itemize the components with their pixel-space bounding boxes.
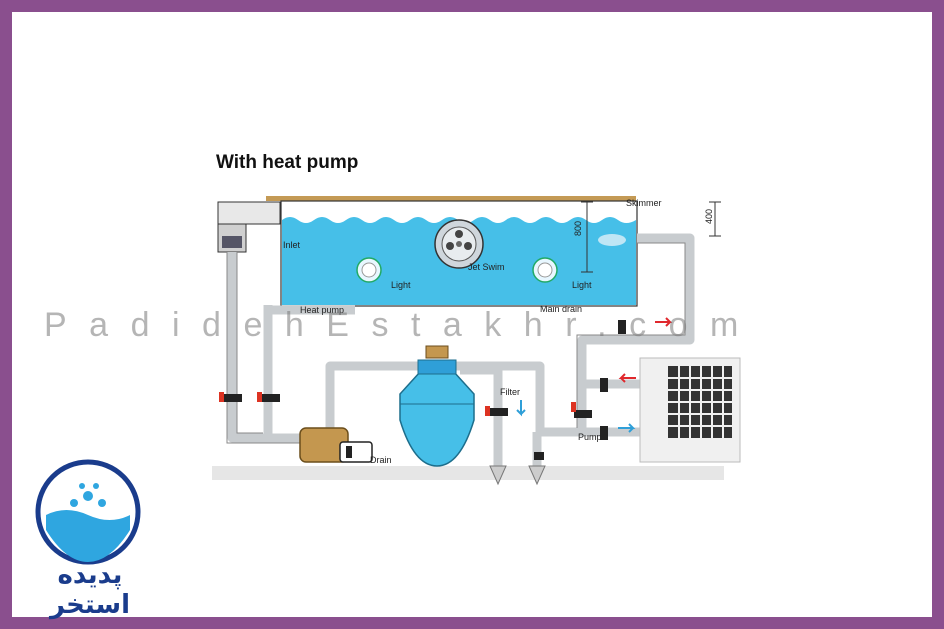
pump-motor-icon bbox=[346, 446, 352, 458]
pipe-outlines bbox=[226, 242, 686, 444]
light-lens-icon bbox=[537, 262, 553, 278]
label-heat-pump: Heat pump bbox=[300, 305, 345, 315]
label-drain: Drain bbox=[370, 455, 392, 465]
logo-drop-icon bbox=[83, 491, 93, 501]
grill-lines bbox=[668, 366, 732, 438]
skimmer-grate bbox=[222, 236, 242, 248]
label-light-left: Light bbox=[391, 280, 411, 290]
ground bbox=[212, 466, 724, 480]
drain-outlet-icon bbox=[489, 465, 507, 486]
valve-icon bbox=[534, 452, 544, 460]
valve-handle-icon bbox=[257, 392, 262, 402]
jet-nozzle bbox=[464, 242, 472, 250]
valves bbox=[219, 320, 626, 460]
valve-icon bbox=[600, 378, 608, 392]
valve-icon bbox=[260, 394, 280, 402]
label-inlet: Inlet bbox=[283, 240, 301, 250]
valve-handle-icon bbox=[571, 402, 576, 412]
light-lens-icon bbox=[361, 262, 377, 278]
filter-tank bbox=[399, 364, 475, 467]
flow-arrow-left-icon bbox=[618, 373, 636, 383]
valve-handle-icon bbox=[485, 406, 490, 416]
pipe-skimmer-line bbox=[227, 252, 305, 443]
label-jet-swim: Jet Swim bbox=[468, 262, 505, 272]
inlet-splash bbox=[598, 234, 626, 246]
logo-drop-icon bbox=[70, 499, 78, 507]
filter-dome bbox=[417, 359, 457, 375]
watermark-text: PadidehEstakhr.com bbox=[44, 306, 761, 344]
logo-water-icon bbox=[46, 510, 130, 562]
jet-nozzle bbox=[455, 230, 463, 238]
label-skimmer: Skimmer bbox=[626, 198, 662, 208]
valve-icon bbox=[222, 394, 242, 402]
valve-handle-icon bbox=[219, 392, 224, 402]
multiport-valve bbox=[425, 345, 449, 359]
drain-outlet-icon bbox=[528, 465, 546, 486]
diagram-title: With heat pump bbox=[216, 152, 359, 173]
flow-arrow-right-icon bbox=[655, 317, 673, 327]
valve-icon bbox=[618, 320, 626, 334]
label-depth-800: 800 bbox=[573, 220, 583, 236]
label-pump: Pump bbox=[578, 432, 602, 442]
valve-icon bbox=[574, 410, 592, 418]
logo-drop-icon bbox=[79, 483, 85, 489]
flow-arrow-right-icon bbox=[618, 423, 636, 433]
label-filter: Filter bbox=[500, 387, 520, 397]
pipe-pump-to-filter bbox=[325, 361, 438, 442]
valve-icon bbox=[600, 426, 608, 440]
jet-nozzle bbox=[456, 241, 462, 247]
pipe-network bbox=[227, 233, 695, 466]
label-light-right: Light bbox=[572, 280, 592, 290]
label-depth-400: 400 bbox=[704, 208, 714, 224]
logo-text: پدیده استخر bbox=[49, 560, 130, 620]
pipe-filter-drain bbox=[460, 365, 503, 466]
logo-drop-icon bbox=[98, 499, 106, 507]
valve-icon bbox=[488, 408, 508, 416]
canvas-area bbox=[12, 12, 932, 617]
label-main-drain: Main drain bbox=[540, 304, 583, 314]
skimmer-box bbox=[217, 201, 281, 225]
flow-arrows bbox=[516, 317, 673, 433]
pool-deck bbox=[266, 196, 636, 201]
pipe-return-line bbox=[577, 233, 695, 432]
logo-drop-icon bbox=[93, 483, 99, 489]
flow-arrow-down-icon bbox=[516, 400, 526, 417]
jet-nozzle bbox=[446, 242, 454, 250]
pump-motor bbox=[339, 441, 373, 463]
